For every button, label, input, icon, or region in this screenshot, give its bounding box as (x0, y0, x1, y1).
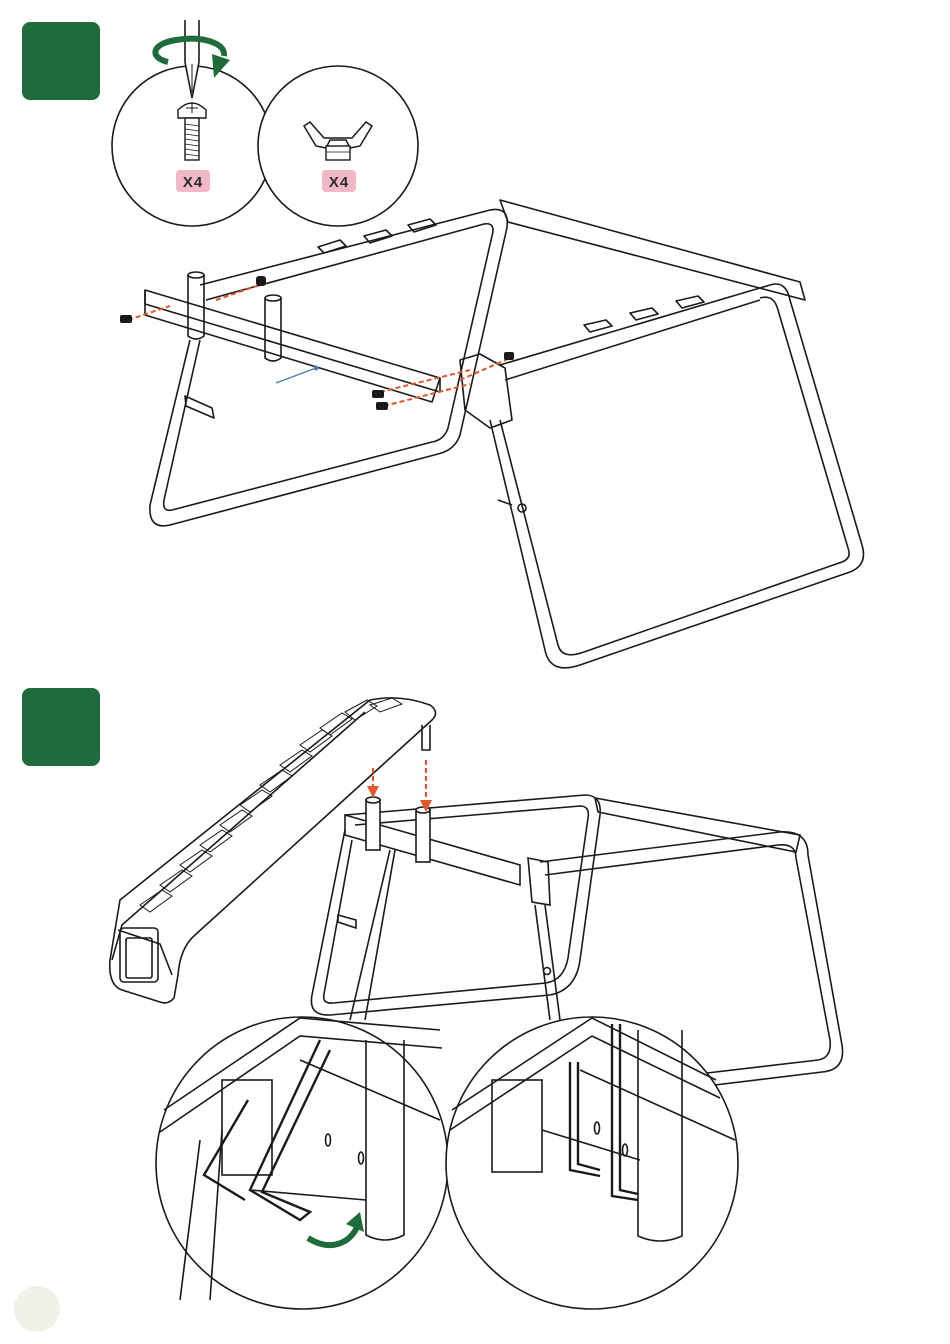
screw-quantity: X4 (183, 174, 203, 191)
pointer-dot (314, 366, 319, 371)
backrest-panel (110, 698, 436, 1003)
step-1-fasteners (120, 276, 514, 410)
screw-part-callout: X4 (112, 20, 272, 226)
step-1-guide-lines (128, 282, 510, 406)
pointer-line (276, 368, 316, 383)
step-1-frame-drawing (145, 200, 864, 668)
wing-nut-quantity: X4 (329, 174, 349, 191)
wing-nut-part-callout: X4 (258, 66, 418, 226)
detail-callout-left (156, 1017, 448, 1309)
detail-callout-right (446, 1017, 738, 1309)
